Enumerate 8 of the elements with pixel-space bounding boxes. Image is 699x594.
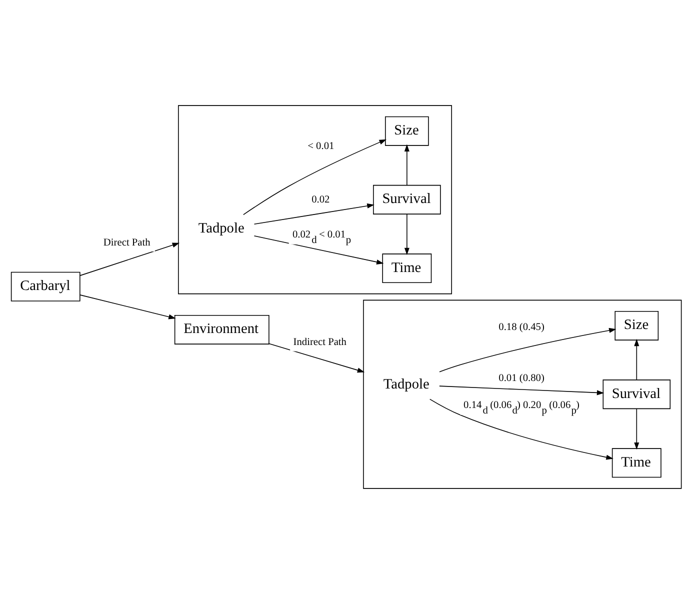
- edge-label: Direct Path: [103, 237, 150, 248]
- edge-label: 0.18 (0.45): [498, 322, 544, 334]
- node-text: Tadpole: [383, 376, 430, 392]
- edge-label: Indirect Path: [293, 337, 346, 348]
- edge-label: 0.02: [312, 194, 330, 206]
- node-text: Tadpole: [198, 220, 244, 237]
- edge-label: 0.01 (0.80): [498, 373, 544, 384]
- edge-label: < 0.01: [308, 140, 334, 152]
